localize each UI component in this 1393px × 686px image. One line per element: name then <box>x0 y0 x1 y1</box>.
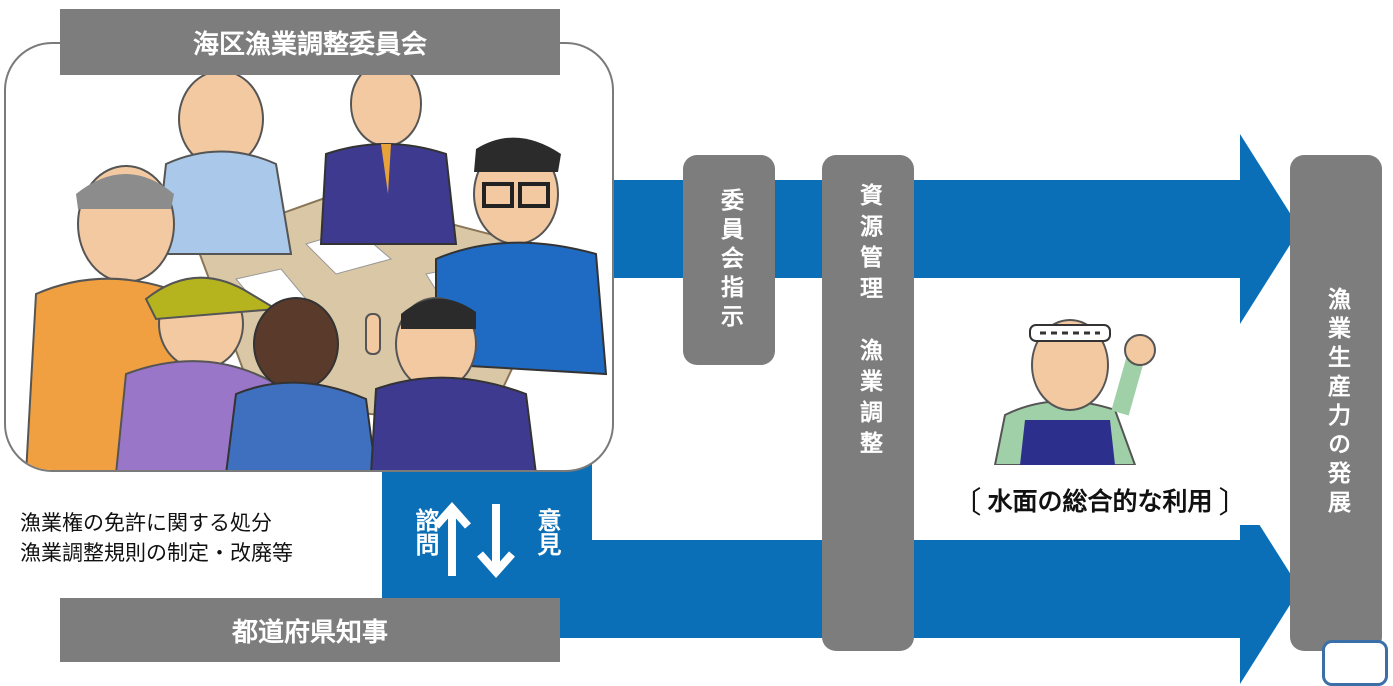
management-text: 資源管理 漁業調整 <box>855 183 882 462</box>
committee-instruction-box: 委員会指示 <box>683 155 775 365</box>
resource-management-box: 資源管理 漁業調整 <box>822 155 914 651</box>
up-arrow-icon <box>433 501 471 576</box>
opinion-label: 意見 <box>533 508 561 556</box>
committee-instruction-text: 委員会指示 <box>716 187 743 333</box>
bracket-close-icon: 〕 <box>1218 486 1249 521</box>
down-arrow-icon <box>477 504 515 579</box>
development-text: 漁業生産力の発展 <box>1323 287 1350 519</box>
committee-panel <box>4 42 614 472</box>
water-use-text: 水面の総合的な利用 <box>987 487 1213 516</box>
bracket-open-icon: 〔 <box>951 486 982 521</box>
development-box: 漁業生産力の発展 <box>1290 155 1382 651</box>
committee-title: 海区漁業調整委員会 <box>60 9 560 75</box>
disposition-item: 漁業調整規則の制定・改廃等 <box>20 541 293 565</box>
water-use-label: 〔 水面の総合的な利用 〕 <box>915 475 1285 525</box>
committee-meeting-illustration <box>25 61 608 470</box>
corner-box <box>1322 640 1388 686</box>
governor-title-text: 都道府県知事 <box>231 617 388 648</box>
governor-title: 都道府県知事 <box>60 598 560 662</box>
disposition-list: 漁業権の免許に関する処分 漁業調整規則の制定・改廃等 <box>20 508 380 568</box>
committee-title-text: 海区漁業調整委員会 <box>192 29 427 60</box>
consultation-label: 諮問 <box>411 508 439 556</box>
fisherman-illustration <box>993 319 1156 465</box>
disposition-item: 漁業権の免許に関する処分 <box>20 511 272 535</box>
